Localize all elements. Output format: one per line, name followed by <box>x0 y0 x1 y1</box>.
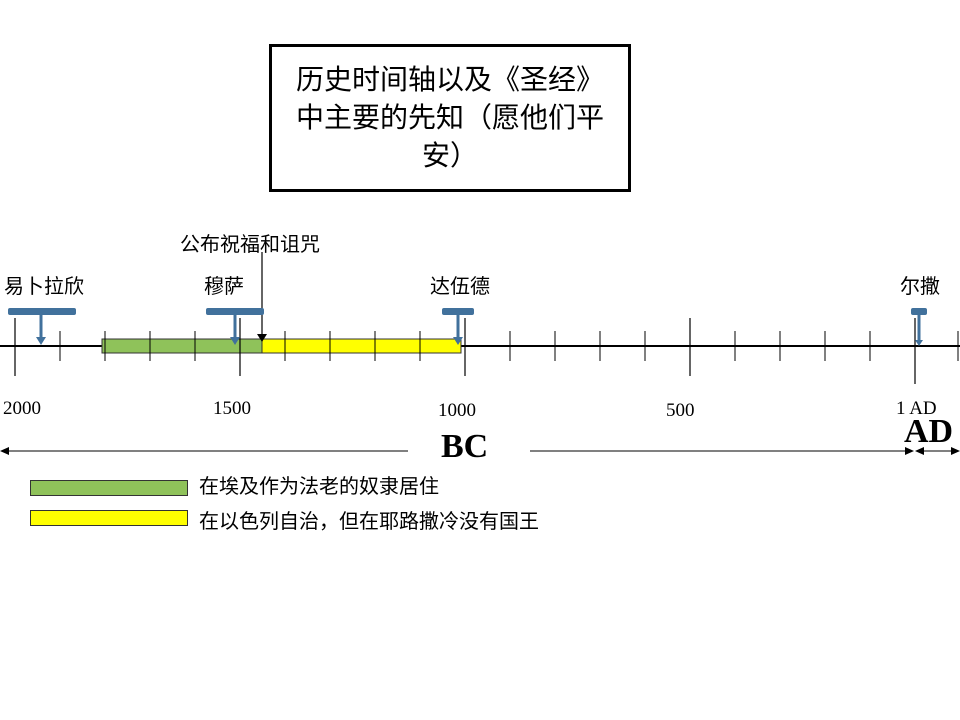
legend-label-egypt: 在埃及作为法老的奴隶居住 <box>199 474 439 498</box>
axis-label-1000: 1000 <box>438 400 476 421</box>
axis-label-1500: 1500 <box>213 398 251 419</box>
major-ticks <box>14 318 916 384</box>
bc-label: BC <box>441 428 489 465</box>
israel-self-rule-bar <box>261 338 462 354</box>
isa-marker <box>911 308 927 346</box>
legend-swatch-egypt <box>30 480 188 496</box>
axis-label-2000: 2000 <box>3 398 41 419</box>
blessing-pointer-arrowhead <box>257 334 267 342</box>
page-title: 历史时间轴以及《圣经》中主要的先知（愿他们平安） <box>295 63 604 172</box>
ibrahim-label: 易卜拉欣 <box>4 274 84 298</box>
bc-arrow <box>0 447 914 455</box>
dawud-marker <box>442 308 474 345</box>
ibrahim-marker <box>8 308 76 345</box>
legend-label-israel: 在以色列自治，但在耶路撒冷没有国王 <box>199 509 539 533</box>
egypt-slavery-bar <box>101 338 263 354</box>
blessing-label: 公布祝福和诅咒 <box>180 232 320 256</box>
ad-arrow <box>915 447 960 455</box>
musa-label: 穆萨 <box>204 274 244 298</box>
musa-marker <box>206 308 264 345</box>
ad-label: AD <box>904 413 954 450</box>
dawud-label: 达伍德 <box>430 274 490 298</box>
legend-swatch-israel <box>30 510 188 526</box>
title-box: 历史时间轴以及《圣经》中主要的先知（愿他们平安） <box>269 44 631 192</box>
axis-label-1ad: 1 AD <box>896 398 937 419</box>
isa-label: 尔撒 <box>900 274 940 298</box>
axis-label-500: 500 <box>666 400 695 421</box>
minor-ticks <box>59 331 959 361</box>
